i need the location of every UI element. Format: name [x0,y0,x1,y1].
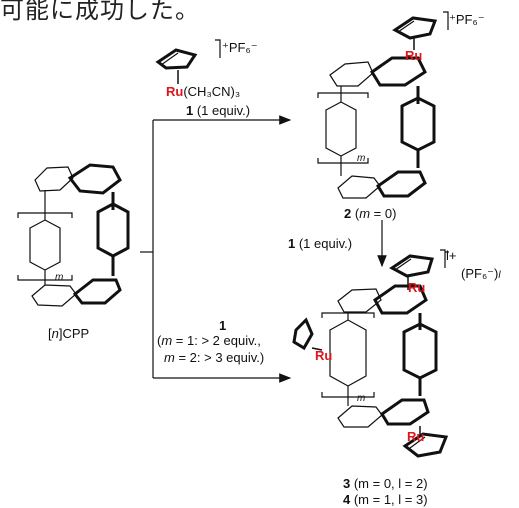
cpp-label-n: n [51,326,59,341]
step-down-num: 1 [288,236,296,251]
c3-num: 3 [343,476,351,491]
step-down-text: (1 equiv.) [295,236,353,251]
step-bottom-paren: ( [157,333,162,348]
c2-cond-post: = 0) [370,206,397,221]
cpp-label-pre: [ [48,326,52,341]
c34-charge: l+ [446,248,457,263]
step-top-text: (1 equiv.) [193,103,251,118]
c2-num: 2 [344,206,352,221]
cpp-label: [n]CPP [48,326,89,341]
c2-label: 2 (m = 0) [344,206,396,221]
reagent-cp-ring [155,39,221,84]
reagent-ru: Ru [166,84,184,99]
c34-ru-top: Ru [408,280,426,295]
step-top-condition: 1 (1 equiv.) [186,103,250,118]
step-bottom-line2: (m = 1: > 2 equiv., [157,333,261,348]
c34-ru-bottom: Ru [407,429,425,444]
step-down-condition: 1 (1 equiv.) [288,236,352,251]
step-top-num: 1 [186,103,194,118]
c3-label: 3 (m = 0, l = 2) [343,476,428,491]
reaction-arrows [140,115,387,383]
c2-charge: ⁺PF₆⁻ [449,12,485,27]
c4-label: 4 (m = 1, l = 3) [343,492,428,507]
step-bottom-m1: m [161,333,173,348]
c4-num: 4 [343,492,351,507]
c2-cond-pre: ( [351,206,360,221]
c2-cond-m: m [359,206,371,221]
reagent-charge: ⁺PF₆⁻ [222,40,258,55]
c4-cond: (m = 1, l = 3) [350,492,428,507]
c34-counter: (PF₆⁻) [461,266,499,281]
reagent-ligand: (CH₃CN)₃ [183,84,241,99]
c34-counter-sub: l [498,270,501,281]
compound-2-structure [317,11,449,199]
header-text-fragment: 可能に成功した。 [0,0,200,24]
step-bottom-num-text: 1 [219,318,227,333]
cpp-m-subscript: m [55,272,64,283]
c34-counterion: (PF₆⁻)l [461,266,501,283]
cpp-label-post: ]CPP [58,326,90,341]
reagent-formula: Ru(CH₃CN)₃ [166,84,240,99]
cpp-structure [17,163,130,307]
c34-m-subscript: m [357,393,366,404]
c2-ru: Ru [405,48,423,63]
compound-3-4-structure [292,249,449,458]
step-bottom-num: 1 [219,318,226,333]
step-bottom-cond2: = 2: > 3 equiv.) [174,350,265,365]
c3-cond: (m = 0, l = 2) [350,476,428,491]
step-bottom-line3: m = 2: > 3 equiv.) [164,350,264,365]
step-bottom-m2: m [164,350,175,365]
c34-ru-mid: Ru [315,348,333,363]
step-bottom-cond1: = 1: > 2 equiv., [172,333,261,348]
c2-m-subscript: m [357,153,366,164]
